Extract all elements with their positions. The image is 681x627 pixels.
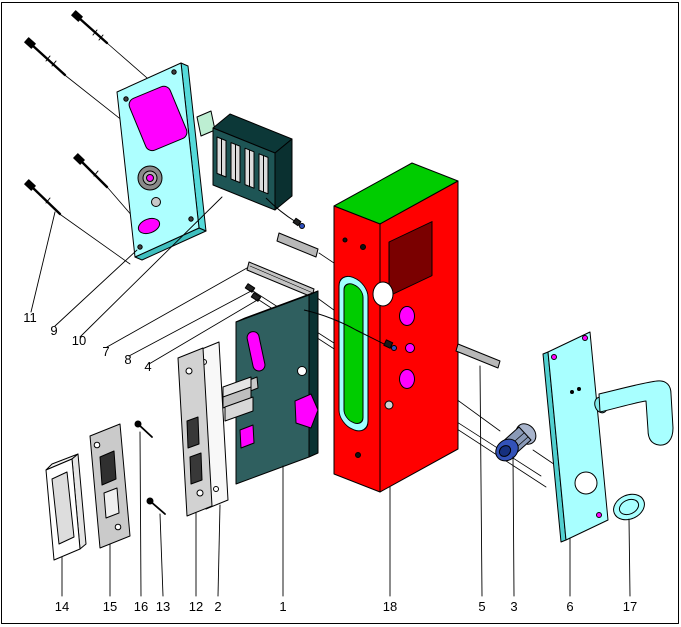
leader-line-5 (479, 365, 483, 597)
spindle-hub (294, 393, 319, 429)
part-label-4: 4 (144, 359, 151, 374)
buzzer-opening (137, 217, 161, 235)
leader-line-13 (159, 513, 164, 597)
screw-icon (73, 153, 109, 189)
lock-cylinder (495, 423, 537, 462)
leader-line-3 (512, 456, 515, 597)
part-label-6: 6 (566, 599, 573, 614)
leader-line-4 (148, 298, 260, 365)
door-body (333, 162, 459, 493)
part-labels: 11 9 10 7 8 4 14 15 16 13 12 2 1 18 5 3 … (23, 310, 637, 614)
part-label-17: 17 (623, 599, 637, 614)
reader-window (388, 221, 433, 297)
wire-connector (391, 345, 397, 351)
part-label-13: 13 (156, 599, 170, 614)
strike-plate (89, 423, 131, 549)
part-label-8: 8 (124, 352, 131, 367)
strike-box (45, 453, 87, 561)
part-label-16: 16 (134, 599, 148, 614)
part-label-12: 12 (189, 599, 203, 614)
strike-cutout (103, 487, 120, 519)
spindle-bar-short (276, 232, 319, 258)
deadbolt (224, 396, 254, 422)
leader-line-11 (30, 211, 56, 313)
faceplate (177, 347, 213, 517)
deadbolt-cutout (189, 452, 203, 485)
leader-line-7 (106, 267, 248, 348)
spindle-bar-long (246, 261, 315, 298)
strike-cutout (99, 450, 117, 486)
small-screws (134, 420, 166, 515)
spindle-bars (246, 232, 319, 298)
button-hole (151, 197, 161, 207)
bolt-hole (399, 369, 415, 389)
leader-line-16 (139, 431, 142, 597)
leader-line-8 (128, 289, 254, 357)
screw-icon (71, 10, 109, 45)
back-cover-plate (116, 62, 216, 261)
part-label-9: 9 (50, 323, 57, 338)
part-label-14: 14 (55, 599, 69, 614)
bolt-hole (399, 306, 415, 326)
leader-line-9 (54, 249, 138, 327)
screw-icon (134, 420, 153, 438)
part-label-3: 3 (510, 599, 517, 614)
bolt-hole (384, 400, 394, 410)
battery-holder (212, 113, 305, 229)
latch-tab (196, 110, 216, 137)
wire-connector (299, 223, 305, 229)
part-label-10: 10 (72, 333, 86, 348)
mortise-pocket (338, 275, 369, 432)
leader-line-2 (217, 504, 221, 597)
front-plate (542, 331, 674, 543)
mortise-lock-case (222, 290, 319, 485)
part-label-15: 15 (103, 599, 117, 614)
escutcheon-cap (613, 493, 645, 521)
part-label-2: 2 (214, 599, 221, 614)
case-window (239, 424, 255, 449)
cylinder-hole (574, 471, 598, 495)
lever-handle (598, 380, 674, 446)
screw-icon (146, 497, 166, 515)
part-label-7: 7 (102, 344, 109, 359)
leader-line-17 (628, 518, 631, 597)
leader-line-10 (79, 196, 223, 338)
case-slot (246, 331, 266, 372)
part-label-1: 1 (279, 599, 286, 614)
latch-cutout (186, 416, 200, 449)
mounting-screws (24, 10, 109, 216)
lcd-screen (128, 85, 188, 152)
cylinder-bore (372, 281, 394, 307)
keyway (498, 445, 512, 457)
part-label-18: 18 (383, 599, 397, 614)
screw-icon (24, 179, 62, 216)
fixing-bar (455, 343, 501, 369)
lock-wire (303, 309, 397, 351)
part-label-5: 5 (478, 599, 485, 614)
screw-icon (24, 37, 67, 77)
leader-lines (30, 196, 631, 597)
part-label-11: 11 (23, 310, 37, 325)
bolt-hole (405, 343, 415, 353)
